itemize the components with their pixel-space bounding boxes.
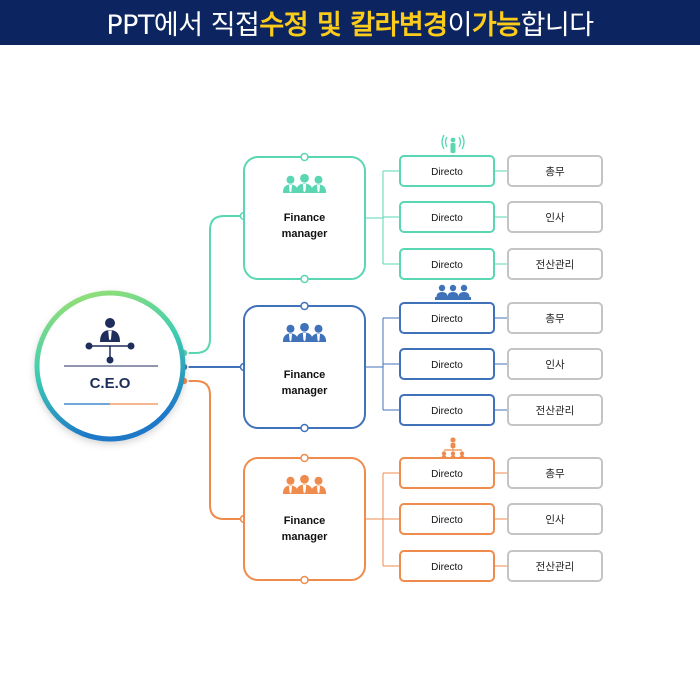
- three-people-icon: [282, 474, 327, 495]
- department-label: 인사: [545, 359, 565, 371]
- director-label: Directo: [431, 469, 463, 480]
- department-box: 전산관리: [507, 550, 603, 582]
- manager-title-line2: manager: [282, 385, 329, 397]
- director-label: Directo: [431, 167, 463, 178]
- department-box: 인사: [507, 503, 603, 535]
- department-label: 인사: [545, 212, 565, 224]
- manager-title-line2: manager: [282, 228, 329, 240]
- manager-director-connector: [365, 170, 508, 265]
- ceo-node: C.E.O: [34, 290, 186, 442]
- manager-title-line1: Finance: [284, 369, 326, 381]
- manager-title-line2: manager: [282, 531, 329, 543]
- department-box: 총무: [507, 302, 603, 334]
- banner-text-part: 가능: [471, 10, 521, 41]
- director-box: Directo: [399, 550, 495, 582]
- department-box: 총무: [507, 457, 603, 489]
- department-box: 총무: [507, 155, 603, 187]
- broadcast-person-icon: [441, 134, 465, 153]
- team-group-icon: [435, 284, 471, 300]
- director-label: Directo: [431, 260, 463, 271]
- director-label: Directo: [431, 515, 463, 526]
- department-label: 총무: [545, 166, 565, 178]
- department-label: 전산관리: [536, 405, 575, 417]
- org-hierarchy-icon: [441, 437, 465, 460]
- ceo-manager-connector: [179, 376, 249, 524]
- manager-director-connector: [365, 317, 508, 411]
- director-box: Directo: [399, 248, 495, 280]
- department-label: 전산관리: [536, 259, 575, 271]
- department-label: 총무: [545, 313, 565, 325]
- three-people-icon: [282, 173, 327, 194]
- department-box: 인사: [507, 348, 603, 380]
- department-label: 인사: [545, 514, 565, 526]
- manager-title-line1: Finance: [284, 515, 326, 527]
- director-label: Directo: [431, 314, 463, 325]
- department-box: 전산관리: [507, 394, 603, 426]
- banner-text-part: 수정 및 칼라변경: [259, 10, 448, 41]
- three-people-icon: [282, 322, 327, 343]
- manager-node: Finance manager: [243, 453, 366, 585]
- director-box: Directo: [399, 503, 495, 535]
- department-box: 전산관리: [507, 248, 603, 280]
- manager-director-connector: [365, 472, 508, 567]
- director-label: Directo: [431, 562, 463, 573]
- director-box: Directo: [399, 302, 495, 334]
- ceo-hub-icon: [85, 318, 135, 364]
- director-box: Directo: [399, 201, 495, 233]
- manager-title-line1: Finance: [284, 212, 326, 224]
- director-label: Directo: [431, 406, 463, 417]
- director-box: Directo: [399, 394, 495, 426]
- director-box: Directo: [399, 348, 495, 380]
- director-label: Directo: [431, 360, 463, 371]
- director-label: Directo: [431, 213, 463, 224]
- ceo-label: C.E.O: [90, 375, 131, 392]
- manager-node: Finance manager: [243, 152, 366, 284]
- ceo-manager-connector: [179, 362, 249, 372]
- department-label: 총무: [545, 468, 565, 480]
- director-box: Directo: [399, 155, 495, 187]
- banner-text-part: 합니다: [520, 10, 595, 41]
- banner-text-part: PPT에서 직접: [106, 10, 260, 41]
- director-box: Directo: [399, 457, 495, 489]
- department-label: 전산관리: [536, 561, 575, 573]
- manager-node: Finance manager: [243, 301, 366, 433]
- banner-text-part: 이: [447, 10, 473, 41]
- ceo-manager-connector: [179, 211, 249, 358]
- department-box: 인사: [507, 201, 603, 233]
